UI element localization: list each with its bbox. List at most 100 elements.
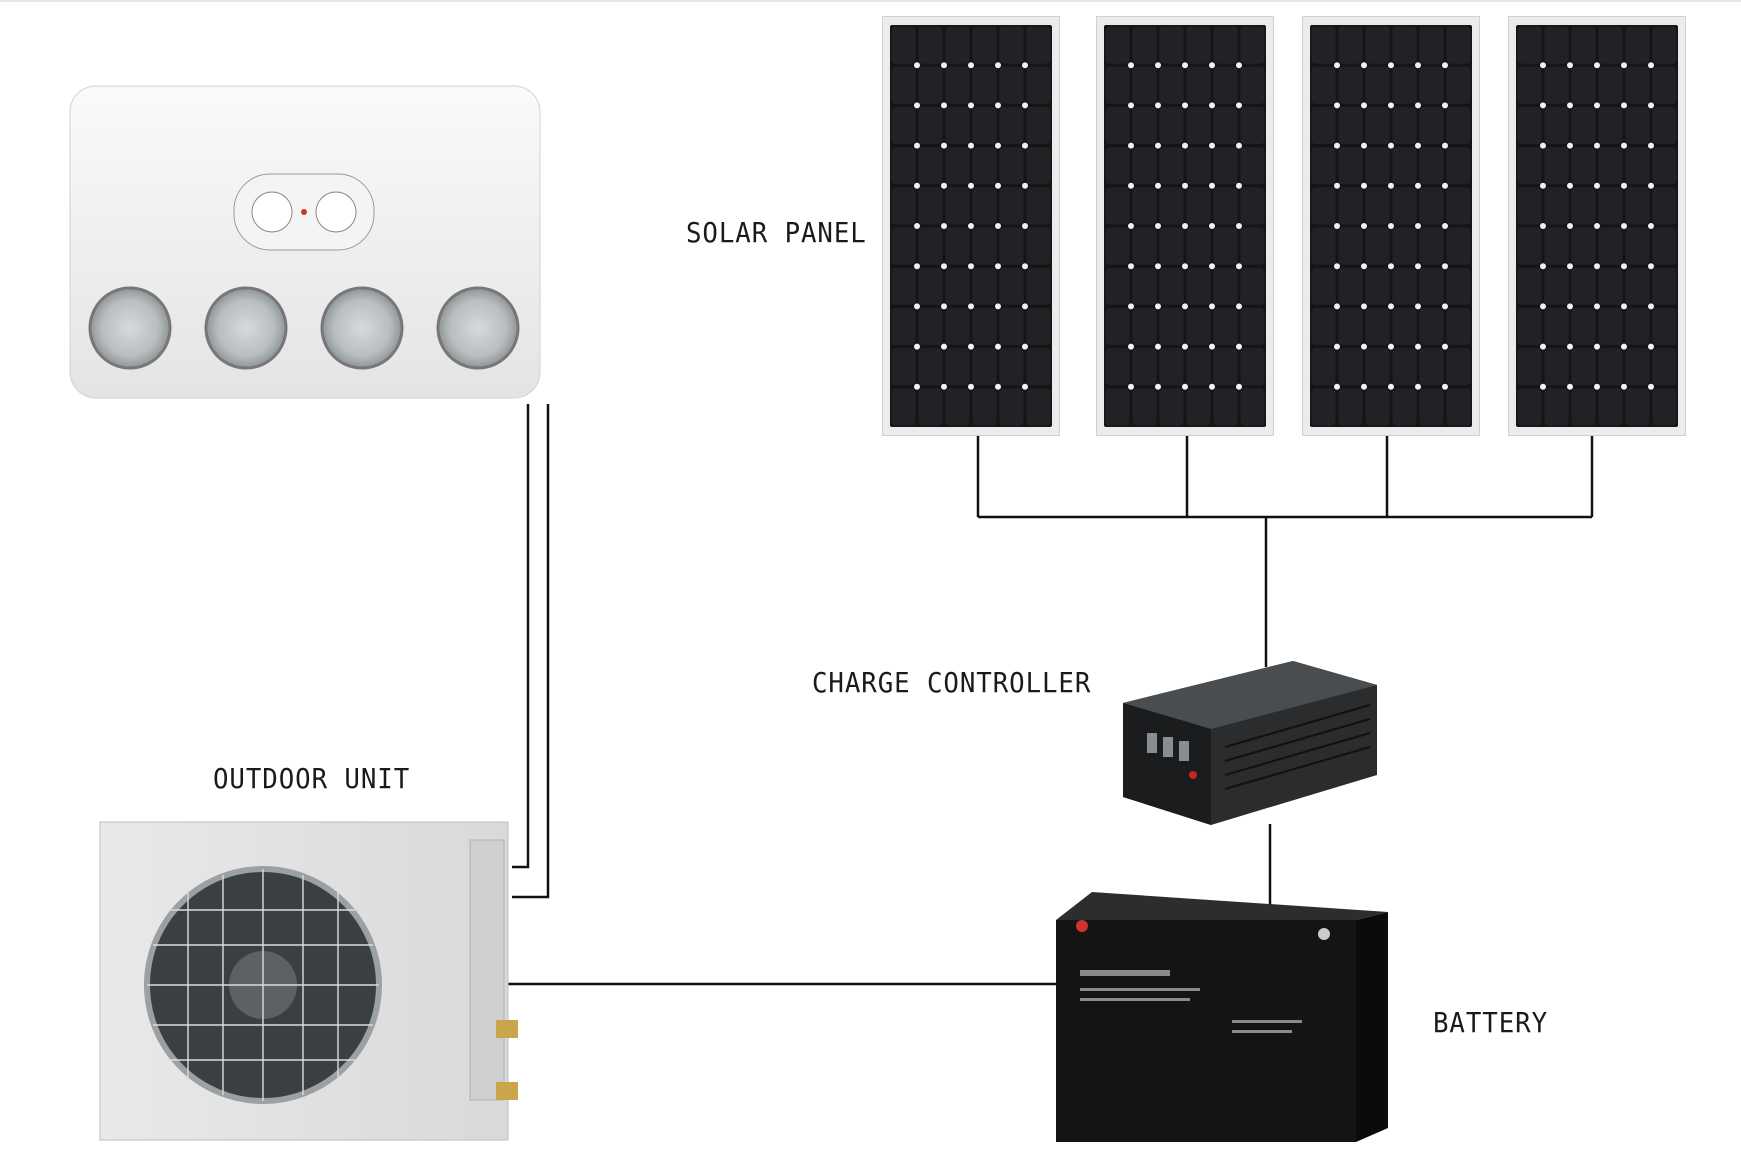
solar-cell xyxy=(1544,388,1569,426)
cell-junction-dot xyxy=(1022,182,1028,189)
solar-cell xyxy=(1571,227,1596,265)
solar-cell xyxy=(1392,388,1417,426)
solar-cell xyxy=(1240,66,1265,104)
solar-cell-grid xyxy=(1517,26,1677,426)
cell-junction-dot xyxy=(1361,182,1367,189)
cell-junction-dot xyxy=(1594,62,1600,69)
cell-junction-dot xyxy=(1567,62,1573,69)
solar-cell xyxy=(1625,66,1650,104)
solar-cell xyxy=(1105,307,1130,346)
solar-cell xyxy=(1365,348,1390,386)
cell-junction-dot xyxy=(1567,343,1573,350)
solar-cell xyxy=(1544,66,1569,104)
cell-junction-dot xyxy=(1155,343,1161,350)
solar-cell xyxy=(999,26,1024,64)
solar-cell xyxy=(1365,66,1390,104)
cell-junction-dot xyxy=(1236,343,1242,350)
solar-cell xyxy=(1544,267,1569,305)
solar-cell xyxy=(1419,227,1444,265)
cell-junction-dot xyxy=(1648,343,1654,350)
cell-junction-dot xyxy=(1415,263,1421,270)
solar-cell xyxy=(1311,227,1336,265)
cell-junction-dot xyxy=(995,182,1001,189)
cell-junction-dot xyxy=(1540,62,1546,69)
solar-cell xyxy=(972,388,997,426)
solar-cell xyxy=(1213,26,1238,64)
solar-cell xyxy=(972,227,997,265)
cell-junction-dot xyxy=(1415,223,1421,229)
cell-junction-dot xyxy=(1022,102,1028,109)
cell-junction-dot xyxy=(995,263,1001,270)
cell-junction-dot xyxy=(1388,343,1394,350)
solar-cell xyxy=(1544,147,1569,185)
solar-cell xyxy=(945,26,970,64)
solar-cell xyxy=(1446,307,1471,346)
solar-cell xyxy=(918,26,943,64)
cell-junction-dot xyxy=(1594,223,1600,229)
cell-junction-dot xyxy=(1182,263,1188,270)
cell-junction-dot xyxy=(1334,182,1340,189)
solar-cell xyxy=(1365,307,1390,346)
solar-cell xyxy=(1392,187,1417,225)
solar-cell xyxy=(1571,26,1596,64)
cell-junction-dot xyxy=(1648,102,1654,109)
solar-cell xyxy=(945,388,970,426)
cell-junction-dot xyxy=(1567,142,1573,149)
solar-cell xyxy=(1571,267,1596,305)
solar-cell xyxy=(1517,106,1542,145)
solar-cell xyxy=(972,26,997,64)
cell-junction-dot xyxy=(968,223,974,229)
cell-junction-dot xyxy=(1236,383,1242,390)
solar-cell xyxy=(1159,106,1184,145)
cell-junction-dot xyxy=(914,62,920,69)
solar-cell xyxy=(1132,106,1157,145)
solar-cell xyxy=(1446,388,1471,426)
cell-junction-dot xyxy=(1388,102,1394,109)
cell-junction-dot xyxy=(1621,102,1627,109)
solar-cell xyxy=(1598,147,1623,185)
solar-cell xyxy=(1544,227,1569,265)
cell-junction-dot xyxy=(914,223,920,229)
solar-cell xyxy=(1571,106,1596,145)
solar-cell xyxy=(1132,348,1157,386)
solar-cell xyxy=(1652,227,1677,265)
solar-cell xyxy=(1105,388,1130,426)
solar-cell xyxy=(1365,26,1390,64)
charge-controller xyxy=(1115,657,1385,832)
cell-junction-dot xyxy=(1442,62,1448,69)
cell-junction-dot xyxy=(1442,263,1448,270)
outdoor-unit xyxy=(98,820,528,1150)
indoor-unit xyxy=(68,82,544,402)
solar-cell xyxy=(1571,307,1596,346)
solar-cell xyxy=(1132,227,1157,265)
cell-junction-dot xyxy=(1334,62,1340,69)
cell-junction-dot xyxy=(1415,303,1421,310)
solar-cell xyxy=(999,227,1024,265)
cell-junction-dot xyxy=(1594,182,1600,189)
cell-junction-dot xyxy=(941,263,947,270)
solar-cell xyxy=(945,227,970,265)
solar-cell xyxy=(1026,348,1051,386)
solar-cell xyxy=(1598,106,1623,145)
solar-cell xyxy=(1105,147,1130,185)
solar-cell xyxy=(1598,307,1623,346)
solar-cell xyxy=(1213,66,1238,104)
solar-cell xyxy=(1419,267,1444,305)
cell-junction-dot xyxy=(1621,62,1627,69)
solar-cell xyxy=(918,267,943,305)
cell-junction-dot xyxy=(914,142,920,149)
cell-junction-dot xyxy=(1022,383,1028,390)
solar-cell xyxy=(1517,388,1542,426)
solar-cell xyxy=(1652,187,1677,225)
solar-cell xyxy=(1338,26,1363,64)
solar-cell xyxy=(1186,388,1211,426)
cell-junction-dot xyxy=(1594,142,1600,149)
cell-junction-dot xyxy=(1155,62,1161,69)
cell-junction-dot xyxy=(1415,182,1421,189)
solar-cell xyxy=(999,187,1024,225)
cell-junction-dot xyxy=(1209,182,1215,189)
solar-cell xyxy=(972,66,997,104)
cell-junction-dot xyxy=(1442,343,1448,350)
solar-cell xyxy=(1625,267,1650,305)
